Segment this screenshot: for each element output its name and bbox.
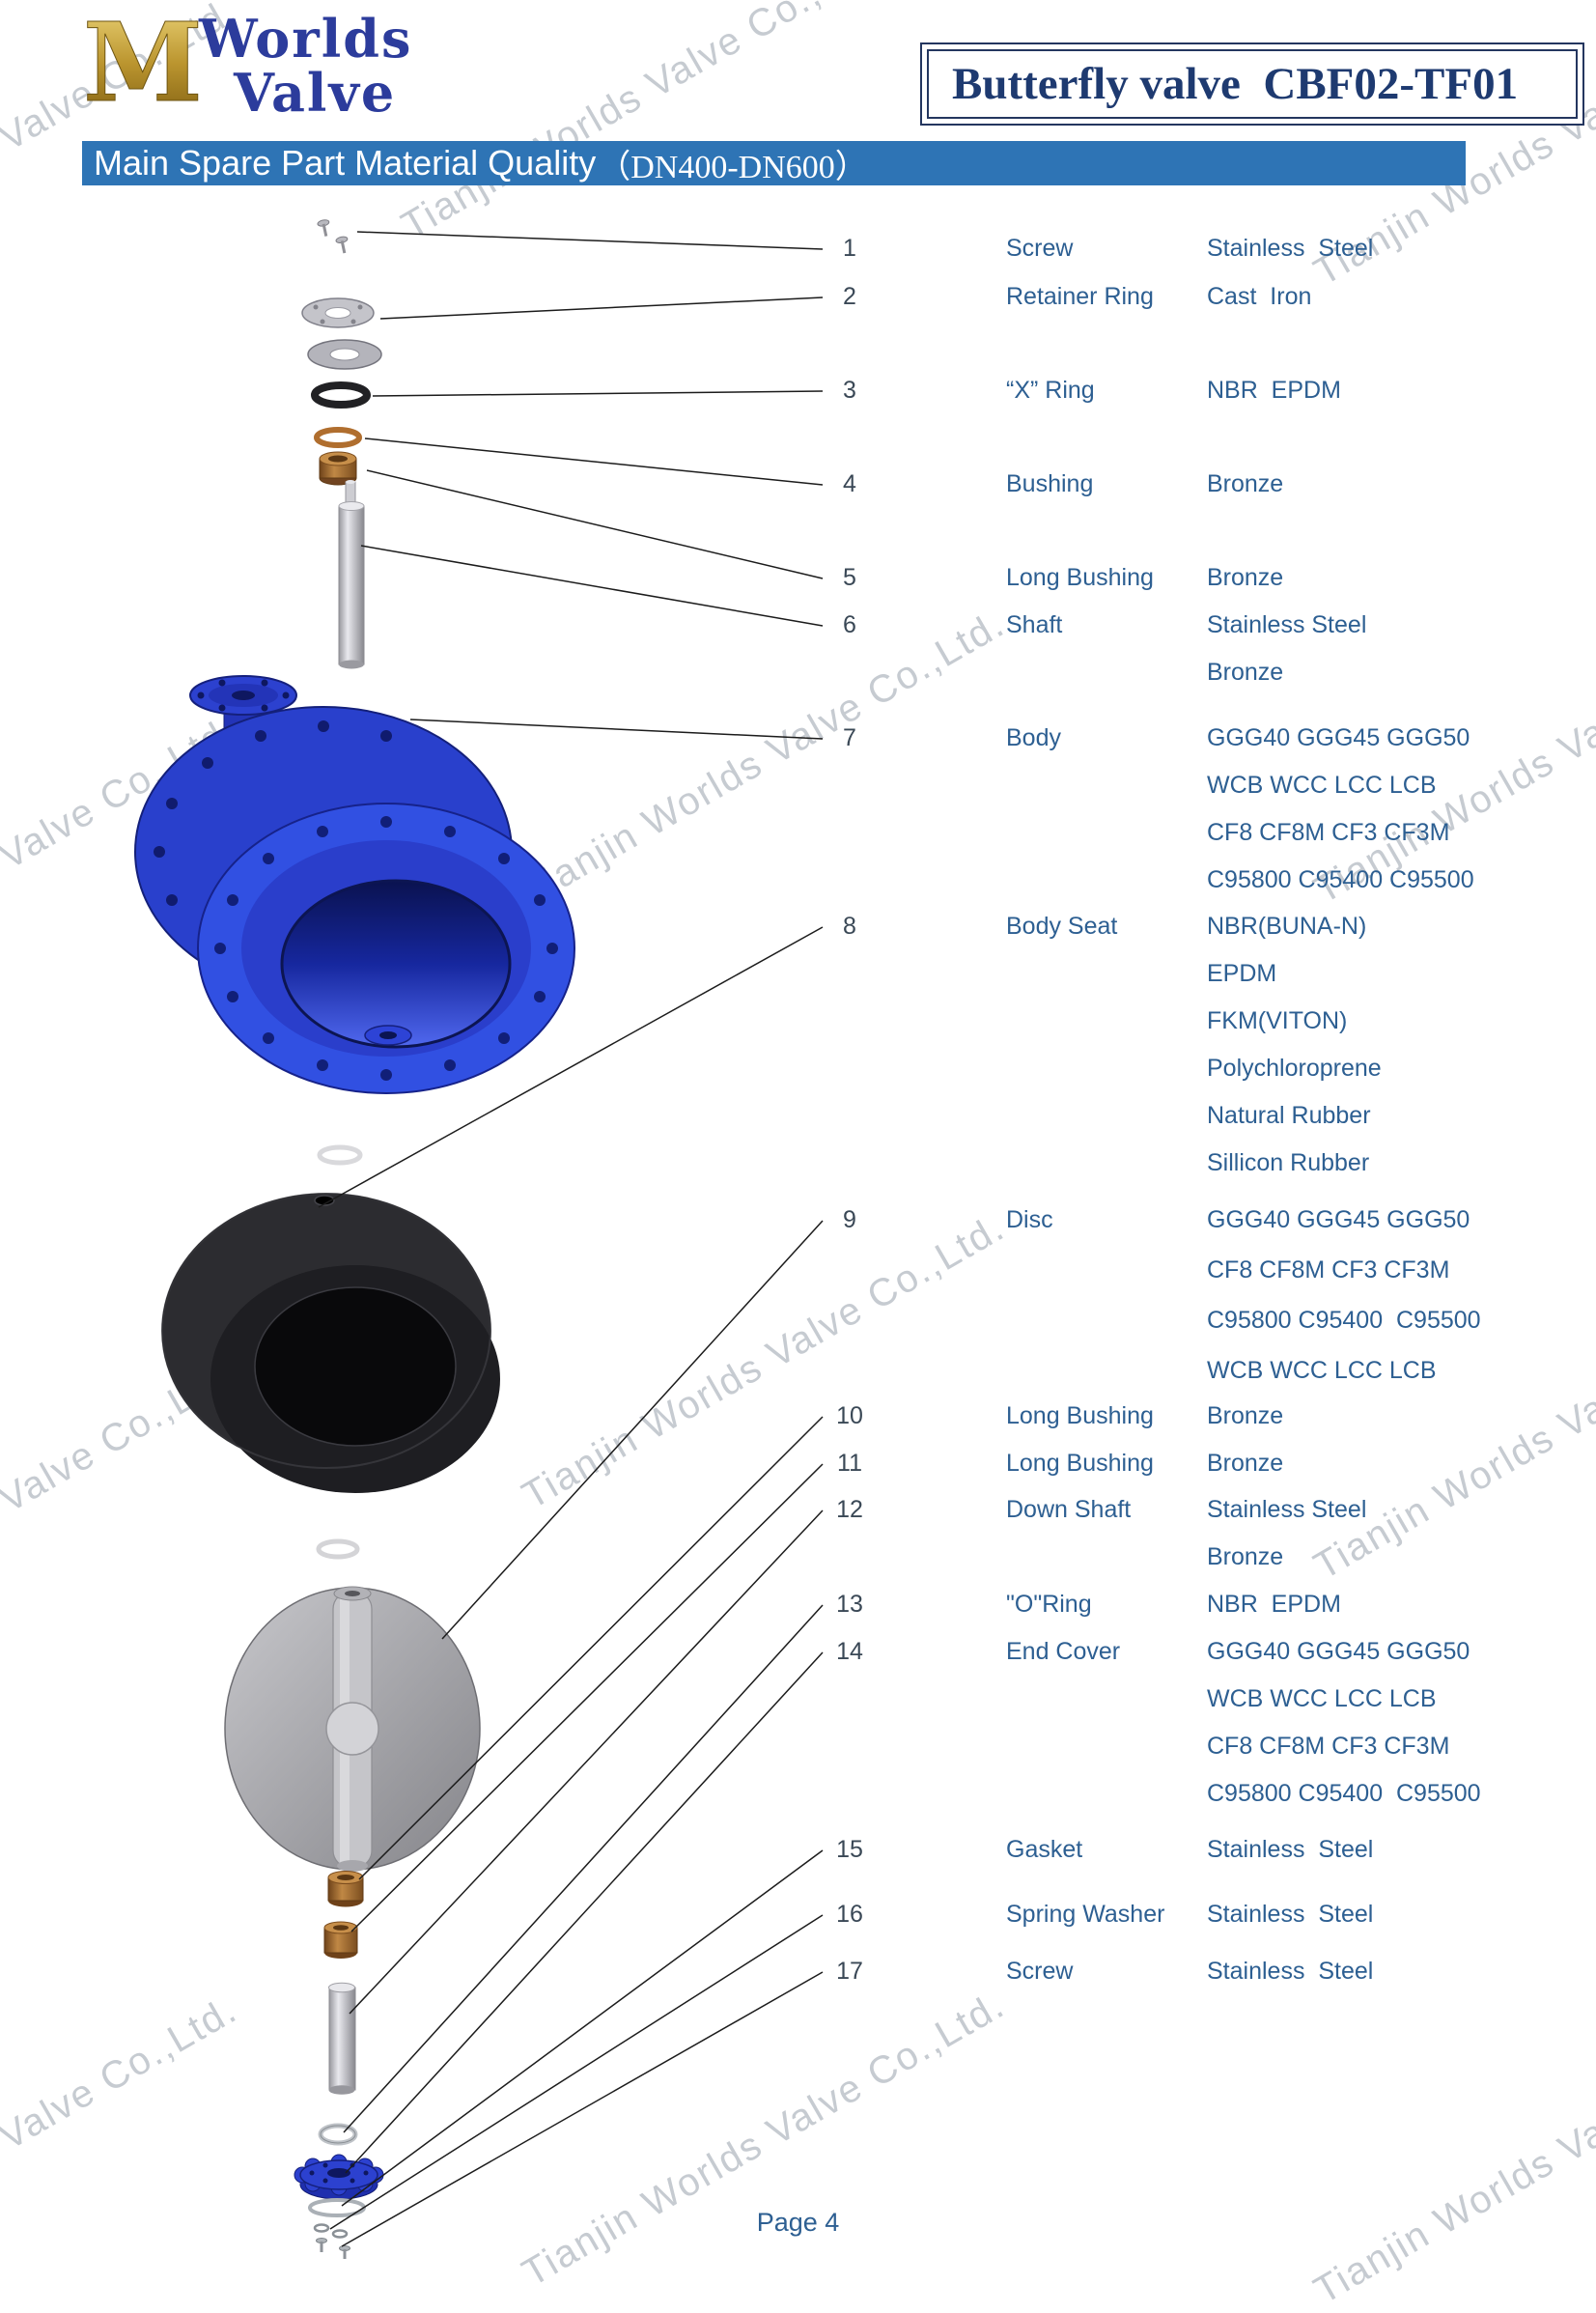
part-material: Stainless Steel — [1207, 1958, 1374, 1985]
part-number: 14 — [836, 1638, 863, 1665]
part-material: NBR(BUNA-N) — [1207, 913, 1367, 940]
part-material: Bronze — [1207, 564, 1284, 591]
title-box-inner: Butterfly valve CBF02-TF01 — [927, 49, 1578, 119]
part-material: Cast Iron — [1207, 283, 1312, 310]
part-material: FKM(VITON) — [1207, 1007, 1348, 1034]
part-name: Long Bushing — [1006, 1402, 1154, 1429]
part-name: Shaft — [1006, 611, 1063, 638]
part-name: Bushing — [1006, 470, 1094, 497]
part-material: Bronze — [1207, 470, 1284, 497]
page-header: M Worlds Valve Butterfly valve CBF02-TF0… — [82, 6, 1584, 185]
part-material: Bronze — [1207, 1543, 1284, 1570]
part-number: 17 — [836, 1958, 863, 1985]
part-number: 10 — [836, 1402, 863, 1429]
part-material: C95800 C95400 C95500 — [1207, 1307, 1481, 1334]
logo-monogram-icon: M — [83, 6, 204, 122]
part-name: Down Shaft — [1006, 1496, 1132, 1523]
part-material: GGG40 GGG45 GGG50 — [1207, 1638, 1470, 1665]
part-material: NBR EPDM — [1207, 1591, 1341, 1618]
part-number: 16 — [836, 1901, 863, 1928]
part-material: Natural Rubber — [1207, 1102, 1371, 1129]
part-name: Long Bushing — [1006, 1450, 1154, 1477]
part-material: Bronze — [1207, 659, 1284, 686]
part-material: CF8 CF8M CF3 CF3M — [1207, 1733, 1450, 1760]
part-number: 5 — [843, 564, 856, 591]
part-name: Screw — [1006, 1958, 1074, 1985]
part-number: 3 — [843, 377, 856, 404]
brand-name-line2: Valve — [234, 62, 397, 124]
part-name: Screw — [1006, 235, 1074, 262]
part-number: 8 — [843, 913, 856, 940]
part-number: 9 — [843, 1206, 856, 1233]
part-number: 1 — [843, 235, 856, 262]
part-number: 12 — [836, 1496, 863, 1523]
part-material: WCB WCC LCC LCB — [1207, 1685, 1437, 1712]
part-material: CF8 CF8M CF3 CF3M — [1207, 1256, 1450, 1283]
part-name: Body Seat — [1006, 913, 1118, 940]
part-material: C95800 C95400 C95500 — [1207, 1780, 1481, 1807]
page-title: Butterfly valve CBF02-TF01 — [952, 59, 1519, 109]
part-material: WCB WCC LCC LCB — [1207, 772, 1437, 799]
part-material: NBR EPDM — [1207, 377, 1341, 404]
part-name: Body — [1006, 724, 1061, 751]
part-material: Polychloroprene — [1207, 1055, 1382, 1082]
section-header-bar: Main Spare Part Material Quality （DN400-… — [82, 141, 1466, 185]
part-number: 2 — [843, 283, 856, 310]
part-material: Sillicon Rubber — [1207, 1149, 1370, 1176]
section-size-range: （DN400-DN600） — [598, 149, 868, 185]
part-name: Spring Washer — [1006, 1901, 1165, 1928]
part-material: Stainless Steel — [1207, 1496, 1367, 1523]
brand-name: Worlds Valve — [199, 12, 412, 120]
part-material: GGG40 GGG45 GGG50 — [1207, 724, 1470, 751]
logo-monogram-letter: M — [83, 6, 203, 122]
part-name: "O"Ring — [1006, 1591, 1092, 1618]
part-name: Disc — [1006, 1206, 1053, 1233]
part-material: Bronze — [1207, 1402, 1284, 1429]
title-box: Butterfly valve CBF02-TF01 — [920, 42, 1584, 126]
part-number: 11 — [837, 1450, 862, 1477]
part-number: 7 — [843, 724, 856, 751]
part-name: Retainer Ring — [1006, 283, 1154, 310]
part-material: GGG40 GGG45 GGG50 — [1207, 1206, 1470, 1233]
part-material: Stainless Steel — [1207, 611, 1367, 638]
part-material: CF8 CF8M CF3 CF3M — [1207, 819, 1450, 846]
part-name: End Cover — [1006, 1638, 1121, 1665]
part-number: 15 — [836, 1836, 863, 1863]
part-name: Long Bushing — [1006, 564, 1154, 591]
part-number: 6 — [843, 611, 856, 638]
part-number: 13 — [836, 1591, 863, 1618]
part-material: WCB WCC LCC LCB — [1207, 1357, 1437, 1384]
part-material: Bronze — [1207, 1450, 1284, 1477]
part-material: Stainless Steel — [1207, 1836, 1374, 1863]
section-title: Main Spare Part Material Quality — [94, 143, 597, 183]
part-material: Stainless Steel — [1207, 235, 1374, 262]
part-material: Stainless Steel — [1207, 1901, 1374, 1928]
brand-name-line1: Worlds — [199, 8, 413, 70]
part-material: EPDM — [1207, 960, 1277, 987]
part-material: C95800 C95400 C95500 — [1207, 866, 1474, 893]
part-name: “X” Ring — [1006, 377, 1095, 404]
part-number: 4 — [843, 470, 856, 497]
part-name: Gasket — [1006, 1836, 1083, 1863]
